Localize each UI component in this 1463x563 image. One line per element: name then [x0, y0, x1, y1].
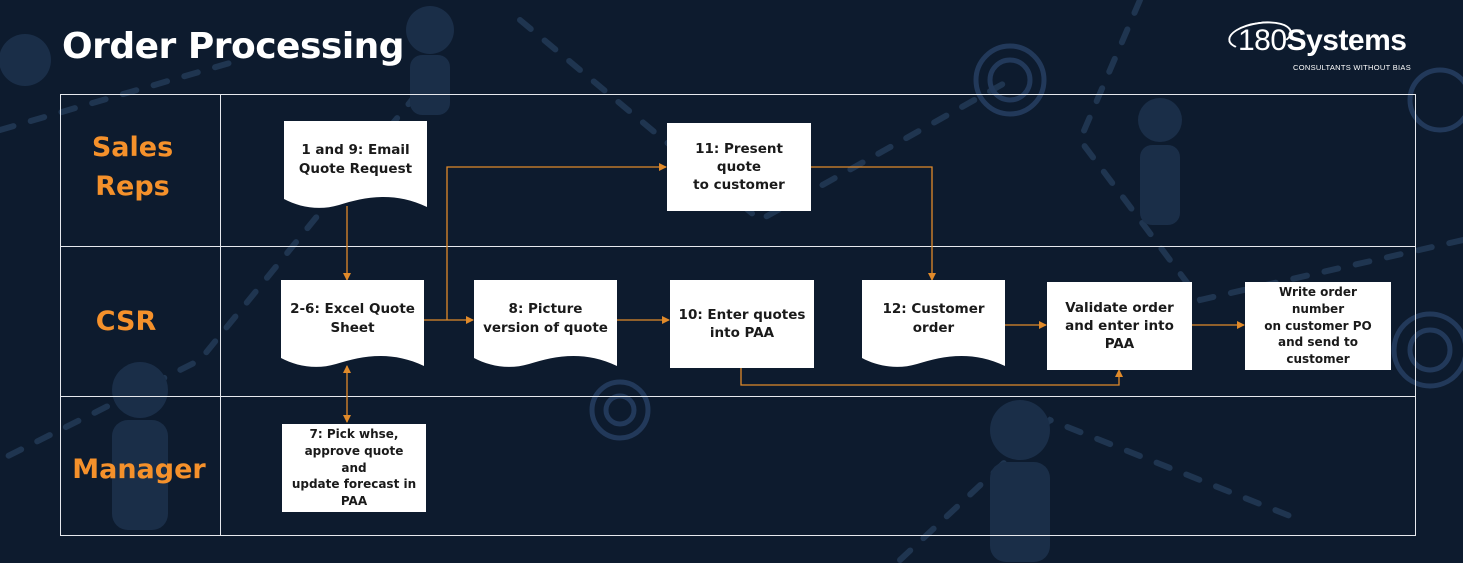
step-text: update forecast in — [291, 477, 417, 492]
logo-word: Systems — [1286, 24, 1407, 57]
lane-label-sales-reps: Sales Reps — [60, 128, 205, 206]
step-text: and send to — [1278, 335, 1358, 350]
step-text: Write order number — [1279, 285, 1357, 316]
document-shape — [281, 280, 424, 367]
step-text: into PAA — [709, 325, 775, 341]
lane-divider — [60, 246, 1416, 247]
logo-number: 180 — [1238, 24, 1287, 57]
document-shape — [862, 280, 1005, 367]
step-text: Validate order — [1065, 299, 1174, 316]
step-write-order-number: Write order number on customer PO and se… — [1245, 282, 1391, 370]
step-text: and enter into — [1065, 317, 1174, 334]
step-text: approve quote and — [304, 443, 404, 475]
document-shape — [474, 280, 617, 367]
step-text: 2-6: Excel Quote — [290, 301, 415, 317]
step-validate-order: Validate order and enter into PAA — [1047, 282, 1192, 370]
lane-label-line: Sales — [91, 132, 174, 163]
step-text: PAA — [1104, 336, 1135, 353]
lane-label-divider — [220, 94, 221, 536]
step-text: 8: Picture — [508, 301, 583, 317]
lane-label-line: Reps — [95, 171, 170, 202]
company-logo: 180Systems CONSULTANTS WITHOUT BIAS — [1226, 17, 1418, 76]
step-text: 11: Present quote — [695, 140, 783, 175]
lane-label-line: CSR — [95, 306, 157, 337]
lane-label-csr: CSR — [60, 302, 192, 341]
step-text: Sheet — [330, 319, 375, 336]
logo-wordmark: 180Systems — [1238, 24, 1407, 58]
step-text: customer — [1286, 352, 1350, 367]
step-excel-quote-sheet: 2-6: Excel Quote Sheet — [281, 280, 424, 368]
step-text: PAA — [340, 494, 368, 509]
step-text: 10: Enter quotes — [678, 306, 806, 323]
step-text: on customer PO — [1264, 318, 1372, 333]
step-pick-whse: 7: Pick whse, approve quote and update f… — [282, 424, 426, 512]
step-present-quote: 11: Present quote to customer — [667, 123, 811, 211]
step-text: to customer — [693, 177, 785, 194]
step-text: 12: Customer — [882, 301, 985, 317]
step-text: order — [912, 319, 955, 336]
page-title: Order Processing — [62, 26, 405, 67]
step-email-quote-request: 1 and 9: Email Quote Request — [284, 121, 427, 209]
logo-tagline: CONSULTANTS WITHOUT BIAS — [1293, 63, 1412, 72]
lane-label-manager: Manager — [60, 450, 218, 489]
step-text: Quote Request — [298, 160, 413, 177]
lane-divider — [60, 396, 1416, 397]
step-customer-order: 12: Customer order — [862, 280, 1005, 368]
step-text: 7: Pick whse, — [309, 427, 399, 442]
step-picture-version: 8: Picture version of quote — [474, 280, 617, 368]
lane-label-line: Manager — [72, 454, 206, 485]
step-enter-quotes: 10: Enter quotes into PAA — [670, 280, 814, 368]
document-shape — [284, 121, 427, 208]
step-text: 1 and 9: Email — [301, 142, 410, 158]
swimlane-frame — [60, 94, 1416, 536]
step-text: version of quote — [483, 319, 608, 336]
